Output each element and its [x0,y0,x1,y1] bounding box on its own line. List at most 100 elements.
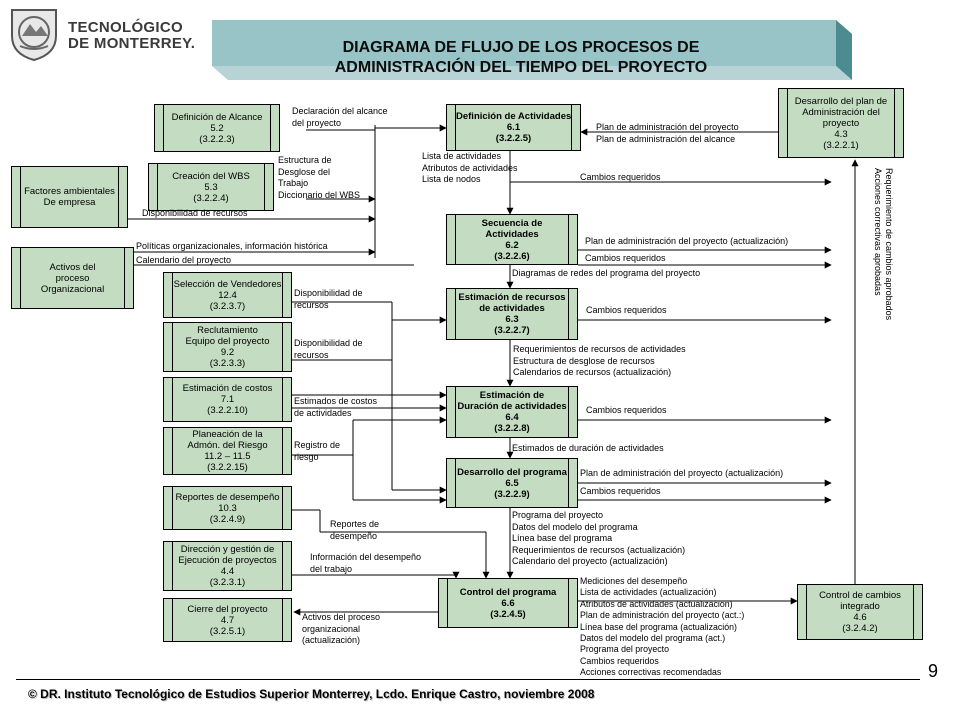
box-line: Reportes de desempeño [175,491,280,503]
label-cambios-65: Cambios requeridos [580,486,661,496]
box-line: 6.3 [505,314,519,325]
box-reportes-desempeno: Reportes de desempeño 10.3 (3.2.4.9) [163,486,292,530]
box-line: (3.2.5.1) [209,625,246,637]
box-line: (3.2.3.1) [209,577,246,588]
box-line: (3.2.3.3) [209,358,246,369]
box-line: Selección de Vendedores [173,278,282,290]
label-estimados-costos: Estimados de costos de actividades [294,396,378,418]
box-line: (3.2.2.15) [207,462,248,473]
box-line: 4.4 [220,566,235,577]
box-estimacion-costos: Estimación de costos 7.1 (3.2.2.10) [163,377,292,422]
box-line: proyecto [822,117,860,129]
box-line: (3.2.4.2) [842,623,878,634]
label-salidas-64: Estimados de duración de actividades [512,443,664,453]
box-line: (3.2.2.10) [207,405,248,416]
box-line: (3.2.2.3) [199,133,235,145]
box-line: 11.2 – 11.5 [204,451,251,462]
logo-line1: TECNOLÓGICO [68,19,183,36]
box-line: Actividades [485,228,539,240]
label-cambios-61: Cambios requeridos [580,172,661,182]
title-line2: ADMINISTRACIÓN DEL TIEMPO DEL PROYECTO [334,59,708,76]
box-line: Control de cambios [819,590,901,601]
box-reclutamiento: Reclutamiento Equipo del proyecto 9.2 (3… [163,322,292,372]
label-vertical-cambios-aprobados: Requerimiento de cambios aprobados Accio… [873,168,894,321]
box-line: 4.7 [220,614,235,626]
box-line: 7.1 [220,394,235,405]
box-line: (3.2.2.4) [193,192,229,204]
box-line: (3.2.2.8) [494,423,530,434]
box-activos-proceso: Activos del proceso Organizacional [11,247,134,309]
label-salidas-66: Mediciones del desempeño Lista de activi… [580,576,745,678]
box-control-cambios-46: Control de cambios integrado 4.6 (3.2.4.… [797,584,923,640]
label-diagramas-redes: Diagramas de redes del programa del proy… [512,268,701,278]
box-line: Secuencia de [481,217,543,229]
box-line: (3.2.2.1) [823,139,859,151]
label-cambios-62: Cambios requeridos [585,253,666,263]
label-disponibilidad-vendedores: Disponibilidad de recursos [294,288,363,310]
box-line: Control del programa [459,586,557,598]
label-declaracion-alcance: Declaración del alcance del proyecto [292,106,388,128]
title-banner [212,20,852,80]
tec-seal-icon [11,9,57,62]
box-line: 5.3 [204,181,218,193]
footer-divider [16,679,920,680]
box-line: Administración del [802,106,880,118]
box-line: Activos del [49,261,96,273]
box-line: 6.1 [506,122,521,133]
label-salidas-61: Lista de actividades Atributos de activi… [422,151,518,184]
box-p61-definicion-actividades: Definición de Actividades 6.1 (3.2.2.5) [446,104,581,151]
box-line: Definición de Alcance [171,111,263,123]
box-line: Cierre del proyecto [187,603,268,615]
box-line: Desarrollo del programa [457,466,567,478]
label-disponibilidad-reclutamiento: Disponibilidad de recursos [294,338,363,360]
box-line: (3.2.2.7) [494,325,530,336]
box-line: Definición de Actividades [456,111,572,122]
label-cambios-64: Cambios requeridos [586,405,667,415]
label-plan-entrada-61: Plan de administración del proyecto Plan… [596,122,739,144]
label-salidas-63: Requerimientos de recursos de actividade… [513,344,686,377]
box-cierre-proyecto: Cierre del proyecto 4.7 (3.2.5.1) [163,598,292,642]
label-estructura-wbs: Estructura de Desglose del Trabajo Dicci… [278,155,361,200]
box-line: Dirección y gestión de [180,544,275,555]
box-line: proceso [55,272,90,284]
box-p66-control-programa: Control del programa 6.6 (3.2.4.5) [438,578,578,628]
box-line: Ejecución de proyectos [178,555,277,566]
box-line: 9.2 [220,347,235,358]
label-informacion-desempeno: Información del desempeño del trabajo [310,552,422,574]
box-planeacion-riesgo: Planeación de la Admón. del Riesgo 11.2 … [163,427,292,475]
box-line: Admón. del Riesgo [187,440,268,451]
box-line: integrado [840,601,880,612]
label-cambios-63: Cambios requeridos [586,305,667,315]
logo-line2: DE MONTERREY. [68,35,196,52]
box-line: 6.2 [505,239,519,251]
box-p62-secuencia: Secuencia de Actividades 6.2 (3.2.2.6) [446,214,578,265]
box-line: Factores ambientales [24,186,115,197]
box-line: Planeación de la [192,429,263,440]
box-p64-estimacion-duracion: Estimación de Duración de actividades 6.… [446,386,578,438]
box-desarrollo-plan-43: Desarrollo del plan de Administración de… [778,88,904,158]
box-line: Equipo del proyecto [185,336,270,347]
box-definicion-alcance: Definición de Alcance 5.2 (3.2.2.3) [154,104,280,152]
box-line: 4.6 [853,612,867,623]
box-line: Reclutamiento [197,325,258,336]
box-line: Creación del WBS [172,170,250,182]
box-line: (3.2.3.7) [209,300,246,312]
box-line: Estimación de costos [182,383,273,394]
logo: TECNOLÓGICO DE MONTERREY. [8,6,198,66]
box-line: 12.4 [218,289,237,301]
box-line: De empresa [43,197,96,208]
title-line1: DIAGRAMA DE FLUJO DE LOS PROCESOS DE [342,39,700,56]
box-line: 6.6 [501,597,515,609]
box-factores-ambientales: Factores ambientales De empresa [11,166,128,228]
box-line: (3.2.2.5) [495,133,532,144]
box-line: Estimación de recursos [458,292,566,303]
box-line: 6.5 [505,477,519,489]
label-disponibilidad-recursos-factores: Disponibilidad de recursos [142,208,248,218]
box-line: Organizacional [40,283,105,295]
box-p63-estimacion-recursos: Estimación de recursos de actividades 6.… [446,288,578,340]
box-line: (3.2.4.9) [209,513,246,525]
label-plan-65: Plan de administración del proyecto (act… [580,468,784,478]
label-reportes-desempeno: Reportes de desempeño [330,519,380,541]
box-line: 6.4 [505,412,519,423]
